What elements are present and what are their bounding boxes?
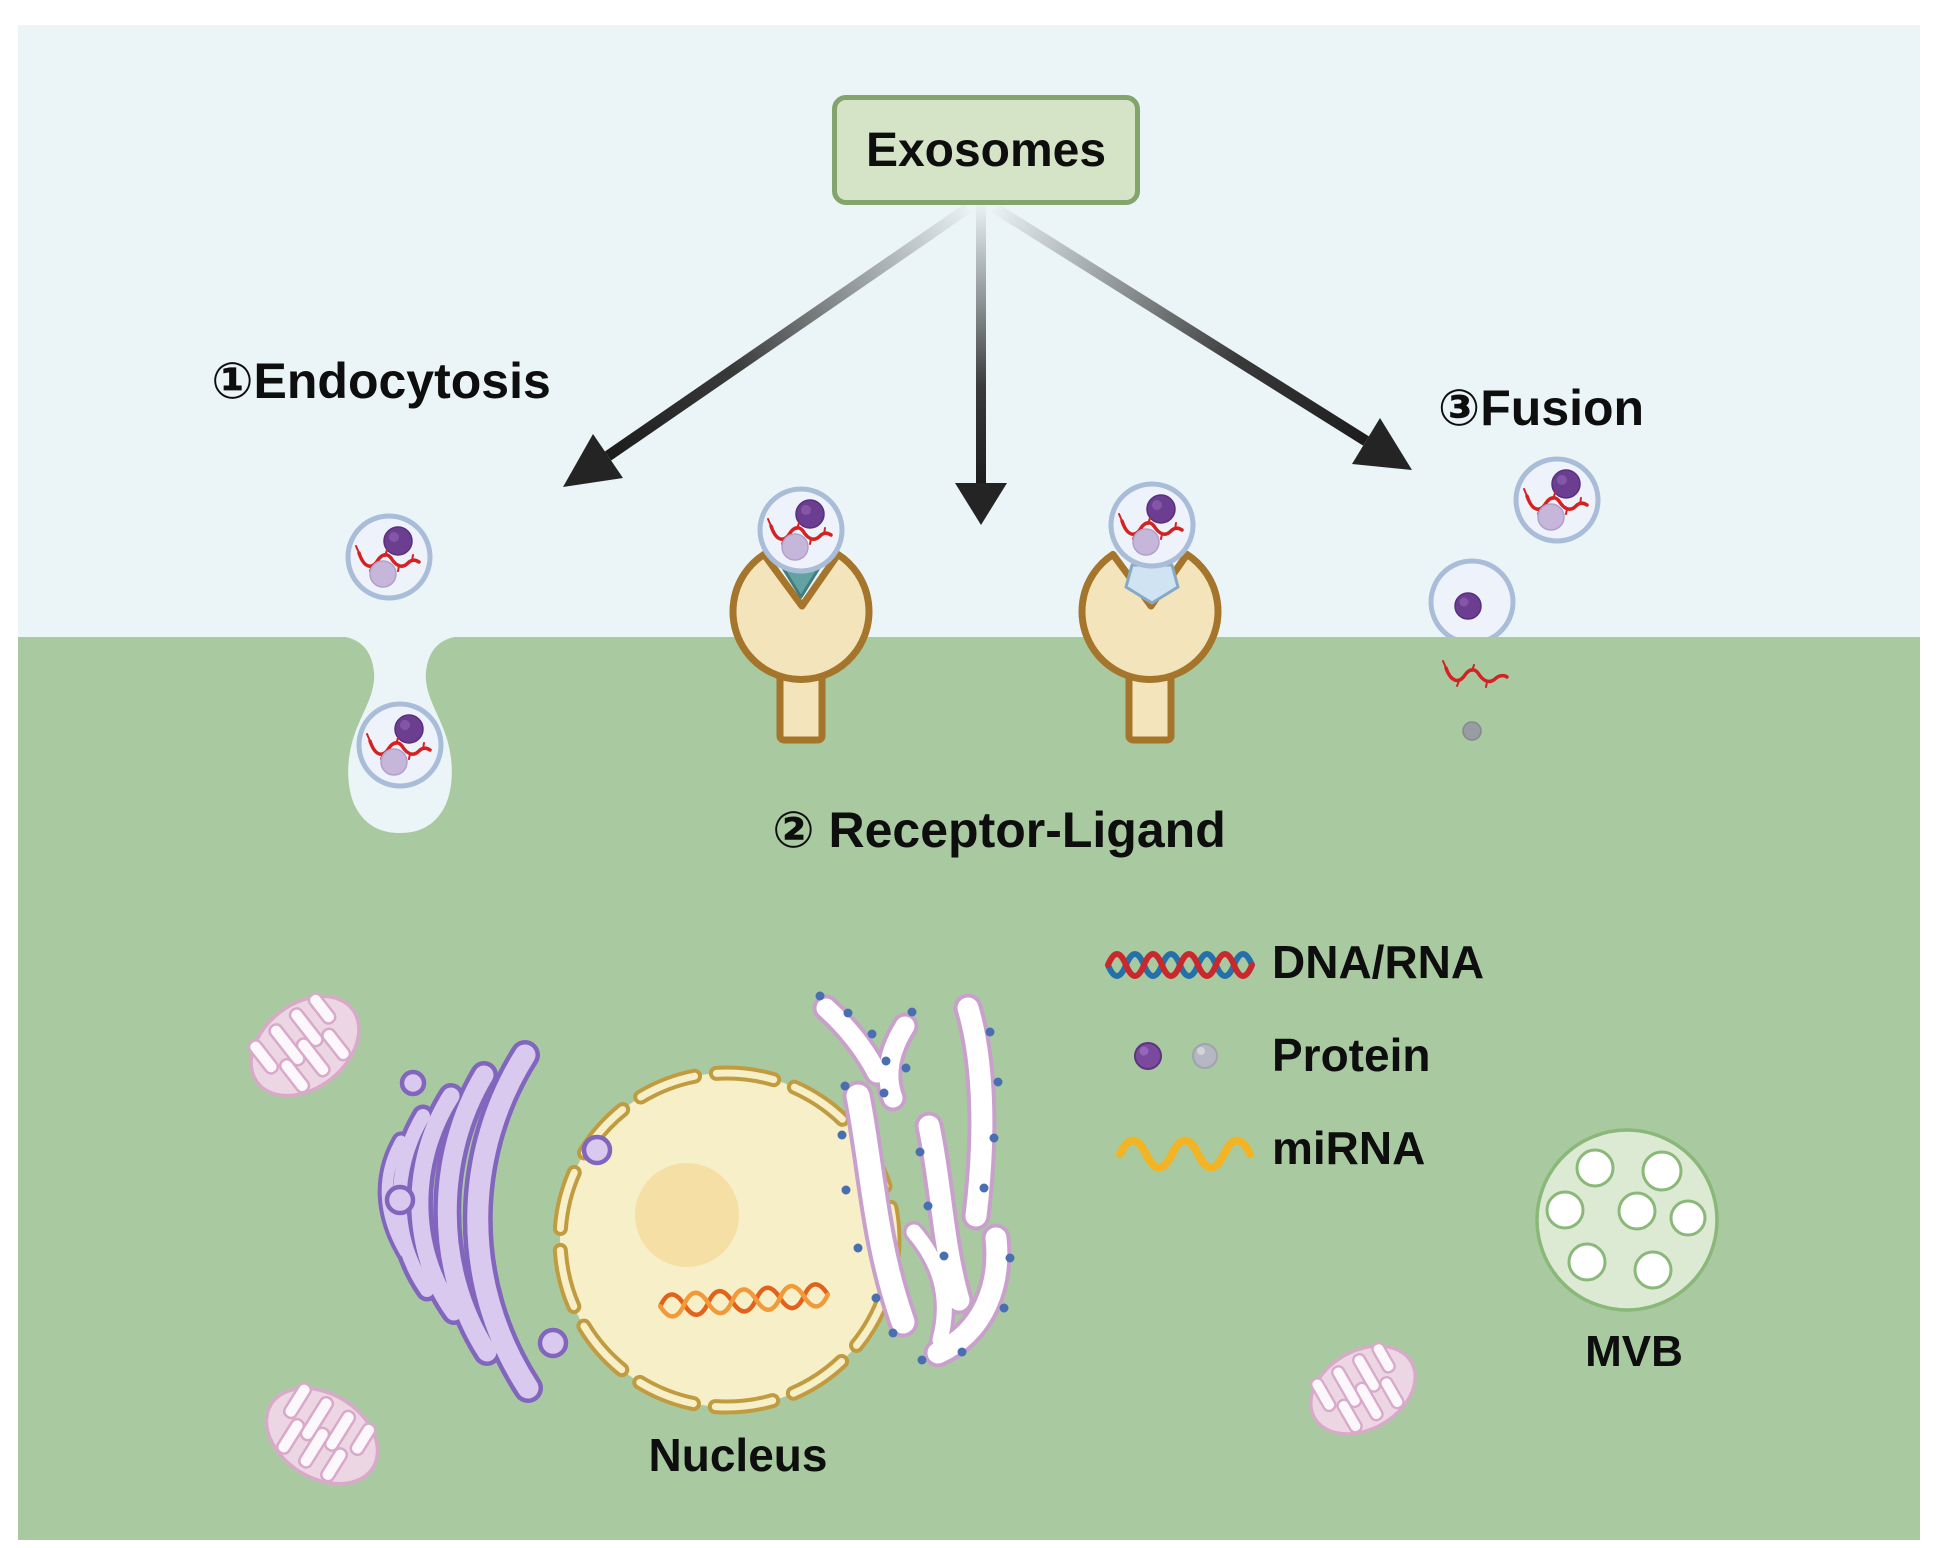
protein-dots-icon [1134,1042,1218,1070]
exosome-vesicle-in-pocket [359,704,441,786]
receptor-ligand-label: ② Receptor-Ligand [772,802,1226,858]
golgi-apparatus [377,1040,569,1403]
mirna-wave-icon [1116,1136,1254,1172]
exosome-vesicle-receptor-1 [760,489,842,571]
exosome-vesicle-fusion [1516,459,1598,541]
nucleus [552,1065,902,1415]
ribosome-dots [815,991,1015,1365]
dna-rna-helix-icon [1105,951,1255,979]
arrow-head-middle [955,483,1007,525]
exosome-vesicle-endocytosis [348,516,430,598]
fusion-label: ③Fusion [1437,380,1645,436]
endocytosis-label: ①Endocytosis [211,353,551,409]
exosome-vesicle-receptor-2 [1111,484,1193,566]
arrow-head-right [1352,418,1412,470]
released-cargo [1442,660,1509,741]
fusing-exosome-vesicle [1428,558,1516,646]
arrow-head-left [563,434,623,487]
nucleus-label: Nucleus [648,1429,828,1481]
rough-er [812,991,1015,1368]
legend-label-protein: Protein [1272,1029,1431,1081]
nuclear-dna-helix-icon [657,1282,831,1319]
nucleolus [635,1163,739,1267]
mvb-multivesicular-body [1535,1128,1719,1312]
pathway-arrows [563,203,1412,525]
legend-label-dna-rna: DNA/RNA [1272,936,1485,988]
golgi-vesicle-at-nucleus [581,1134,613,1166]
legend-label-mirna: miRNA [1272,1122,1426,1174]
mvb-label: MVB [1585,1327,1683,1376]
legend-icons [1105,951,1255,1172]
exosomes-title-box: Exosomes [832,95,1140,205]
exosomes-title: Exosomes [865,123,1107,177]
